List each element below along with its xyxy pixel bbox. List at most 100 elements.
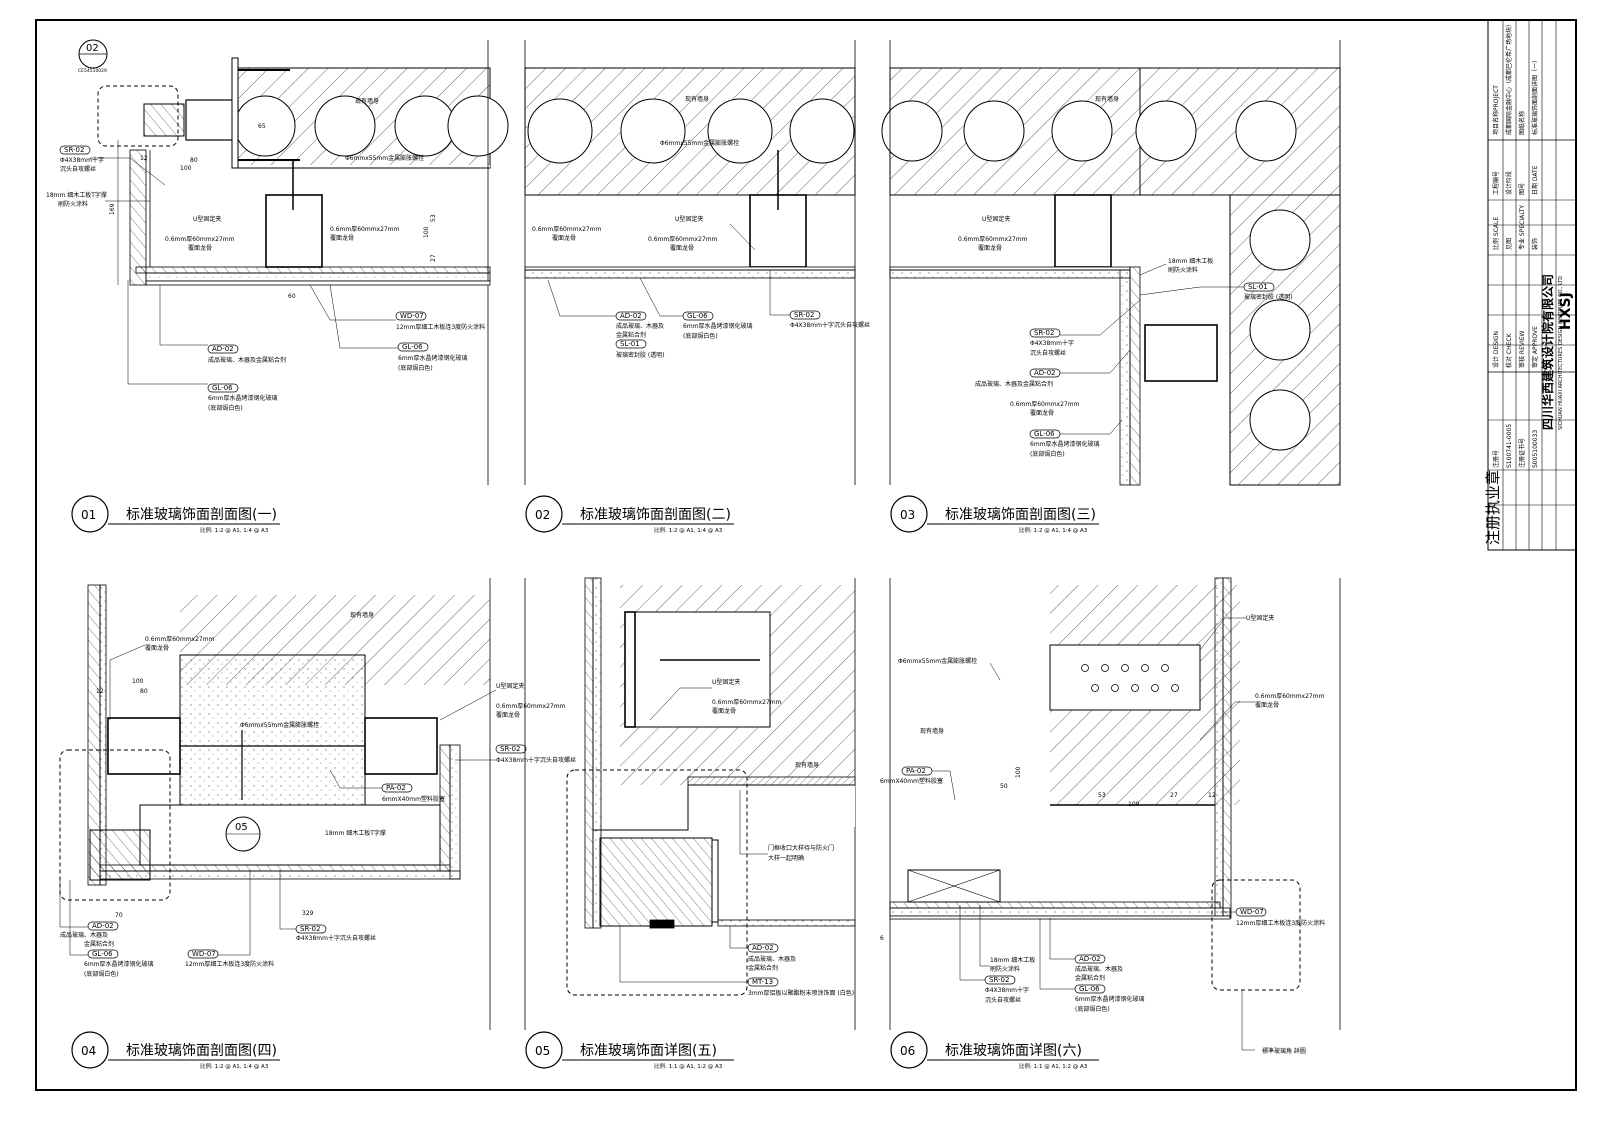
ad02-text-5a: 成品玻璃、木器及 bbox=[748, 955, 796, 963]
title-06-scale: 比例: 1:1 @ A1, 1:2 @ A3 bbox=[1019, 1062, 1088, 1070]
mt13-tag-5: MT-13 bbox=[752, 978, 773, 986]
sr02-tag-4b: SR-02 bbox=[300, 925, 320, 933]
row-approve: 审定 APPROVE bbox=[1531, 326, 1539, 368]
sr02-text-1b: 沉头自攻螺丝 bbox=[60, 165, 96, 173]
dim-100e: 100 bbox=[1128, 801, 1140, 808]
title-01: 01 标准玻璃饰面剖面图(一) 比例: 1:2 @ A1, 1:4 @ A3 bbox=[71, 495, 280, 534]
sr02-tag-6: SR-02 bbox=[989, 976, 1009, 984]
title-05: 05 标准玻璃饰面详图(五) 比例: 1:1 @ A1, 1:2 @ A3 bbox=[525, 1031, 734, 1070]
existing-wall-6: 现有墙身 bbox=[920, 727, 944, 735]
ad02-text-4b: 金属粘合剂 bbox=[84, 940, 114, 948]
title-06: 06 标准玻璃饰面详图(六) 比例: 1:1 @ A1, 1:2 @ A3 bbox=[890, 1031, 1099, 1070]
gl06-text-1a: 6mm厚水晶烤漆钢化玻璃 bbox=[398, 354, 468, 362]
wd07-tag-4: WD-07 bbox=[192, 950, 216, 958]
dim-65: 65 bbox=[258, 123, 266, 130]
detail-05: U型固定夹 0.6mm厚60mmx27mm 覆面龙骨 现有墙身 门框收口大样待与… bbox=[524, 577, 856, 1030]
firm-name-en: SICHUAN HUAXI ARCHITECTURES DESIGN INSTI… bbox=[1558, 276, 1564, 430]
pa02-text-4: 6mmX40mm塑料胶塞 bbox=[382, 795, 445, 803]
dim-12: 12 bbox=[140, 155, 148, 162]
keel-4b: 覆面龙骨 bbox=[145, 644, 169, 652]
keel-5b: 覆面龙骨 bbox=[712, 707, 736, 715]
plywood-6: 18mm 细木工板 bbox=[990, 956, 1035, 964]
keel-6b: 覆面龙骨 bbox=[1255, 701, 1279, 709]
title-01-scale: 比例: 1:2 @ A1, 1:4 @ A3 bbox=[200, 526, 269, 534]
title-block: 注册执业章 HXSJ 四川华西建筑设计院有限公司 SICHUAN HUAXI A… bbox=[1484, 19, 1577, 551]
callout-02-ref: CE54510029 bbox=[78, 68, 107, 74]
detail-01: 169 80 100 12 53 100 27 60 65 02 CE54510… bbox=[46, 39, 509, 485]
u-clip-5: U型固定夹 bbox=[712, 678, 740, 686]
gl06-text-1b2: (底部焗白色) bbox=[208, 404, 243, 412]
firm-abbr: HXSJ bbox=[1558, 292, 1574, 330]
ad02-text-2b: 金属粘合剂 bbox=[616, 331, 646, 339]
wd07-text-1: 12mm厚细工木板连3度防火涂料 bbox=[396, 323, 485, 331]
sl01-tag-3: SL-01 bbox=[1248, 283, 1268, 291]
plywood-1b: 刷防火涂料 bbox=[58, 200, 88, 208]
row-date: 日期 DATE bbox=[1531, 165, 1539, 195]
plywood-3: 18mm 细木工板 bbox=[1168, 257, 1213, 265]
anchor-1: Φ6mmx55mm金属膨胀螺栓 bbox=[345, 154, 424, 162]
sr02-text-3: Φ4X38mm十字 bbox=[1030, 339, 1074, 347]
drawing-name-label: 图纸名称 bbox=[1518, 111, 1526, 135]
keel-2d: 覆面龙骨 bbox=[670, 244, 694, 252]
gl06-text-6: 6mm厚水晶烤漆钢化玻璃 bbox=[1075, 995, 1145, 1003]
title-04-num: 04 bbox=[81, 1044, 96, 1058]
keel-1d: 覆面龙骨 bbox=[330, 234, 354, 242]
gl06-tag-2: GL-06 bbox=[687, 312, 708, 320]
keel-1b: 覆面龙骨 bbox=[188, 244, 212, 252]
anchor-4: Φ6mmx55mm金属膨胀螺栓 bbox=[240, 721, 319, 729]
dim-70: 70 bbox=[115, 912, 123, 919]
ad02-tag-4: AD-02 bbox=[92, 922, 114, 930]
ad02-tag-2: AD-02 bbox=[620, 312, 642, 320]
dim-100c: 100 bbox=[132, 678, 144, 685]
title-02-text: 标准玻璃饰面剖面图(二) bbox=[580, 506, 731, 523]
row-review: 审核 REVIEW bbox=[1518, 330, 1526, 368]
dim-329: 329 bbox=[302, 910, 314, 917]
pa02-tag-6: PA-02 bbox=[906, 767, 926, 775]
scale-label: 比例 SCALE bbox=[1492, 217, 1500, 250]
specialty-label: 专业 SPECIALTY bbox=[1518, 205, 1526, 250]
sheet-border bbox=[35, 19, 1577, 1091]
dim-100d: 100 bbox=[1015, 766, 1022, 778]
cert-no-value: S005100033 bbox=[1532, 430, 1539, 468]
dim-100b: 100 bbox=[423, 226, 430, 238]
keel-2c: 0.6mm厚60mmx27mm bbox=[648, 236, 718, 243]
gl06-text-3: 6mm厚水晶烤漆钢化玻璃 bbox=[1030, 440, 1100, 448]
sr02-text-4: Φ4X38mm十字沉头自攻螺丝 bbox=[496, 756, 576, 764]
gl06-tag-3: GL-06 bbox=[1034, 430, 1055, 438]
drawing-name-value: 标准玻璃饰面剖面详图（一） bbox=[1531, 57, 1539, 135]
ad02-text-5b: 金属粘合剂 bbox=[748, 964, 778, 972]
plywood-6b: 刷防火涂料 bbox=[990, 965, 1020, 973]
title-04-text: 标准玻璃饰面剖面图(四) bbox=[126, 1042, 277, 1059]
gl06-text-1b: 6mm厚水晶烤漆钢化玻璃 bbox=[208, 394, 278, 402]
dim-53b: 53 bbox=[1098, 792, 1106, 799]
door-note-5: 门框收口大样待与防火门 bbox=[768, 844, 834, 852]
u-clip-2: U型固定夹 bbox=[675, 215, 703, 223]
sr02-tag-3: SR-02 bbox=[1034, 329, 1054, 337]
existing-wall-5: 现有墙身 bbox=[795, 761, 819, 769]
dim-60: 60 bbox=[288, 293, 296, 300]
wd07-tag-6: WD-07 bbox=[1240, 908, 1264, 916]
title-03-scale: 比例: 1:2 @ A1, 1:4 @ A3 bbox=[1019, 526, 1088, 534]
keel-2b: 覆面龙骨 bbox=[552, 234, 576, 242]
title-02: 02 标准玻璃饰面剖面图(二) 比例: 1:2 @ A1, 1:4 @ A3 bbox=[525, 495, 734, 534]
dim-53: 53 bbox=[430, 214, 437, 222]
gl06-text-1a2: (底部焗白色) bbox=[398, 364, 433, 372]
title-05-scale: 比例: 1:1 @ A1, 1:2 @ A3 bbox=[654, 1062, 723, 1070]
scale-value: 见图 bbox=[1506, 238, 1513, 250]
gl06-text-6b: (底部焗白色) bbox=[1075, 1005, 1110, 1013]
keel-3b: 覆面龙骨 bbox=[978, 244, 1002, 252]
keel-5a: 0.6mm厚60mmx27mm bbox=[712, 699, 782, 706]
sl01-text-3: 玻璃密封胶 (透明) bbox=[1244, 293, 1293, 301]
row-check: 校对 CHECK bbox=[1505, 332, 1513, 368]
reg-no-value: S100741-0005 bbox=[1506, 424, 1513, 468]
ad02-tag-3: AD-02 bbox=[1034, 369, 1056, 377]
title-05-num: 05 bbox=[535, 1044, 550, 1058]
title-03: 03 标准玻璃饰面剖面图(三) 比例: 1:2 @ A1, 1:4 @ A3 bbox=[890, 495, 1099, 534]
keel-2a: 0.6mm厚60mmx27mm bbox=[532, 226, 602, 233]
plywood-4: 18mm 细木工板T字撑 bbox=[325, 829, 386, 837]
dim-169: 169 bbox=[109, 203, 116, 215]
u-clip-1: U型固定夹 bbox=[193, 215, 221, 223]
existing-wall-1: 现有墙身 bbox=[355, 97, 379, 105]
pa02-text-6: 6mmX40mm塑料胶塞 bbox=[880, 777, 943, 785]
door-note-5b: 大样一起明确 bbox=[768, 854, 804, 862]
